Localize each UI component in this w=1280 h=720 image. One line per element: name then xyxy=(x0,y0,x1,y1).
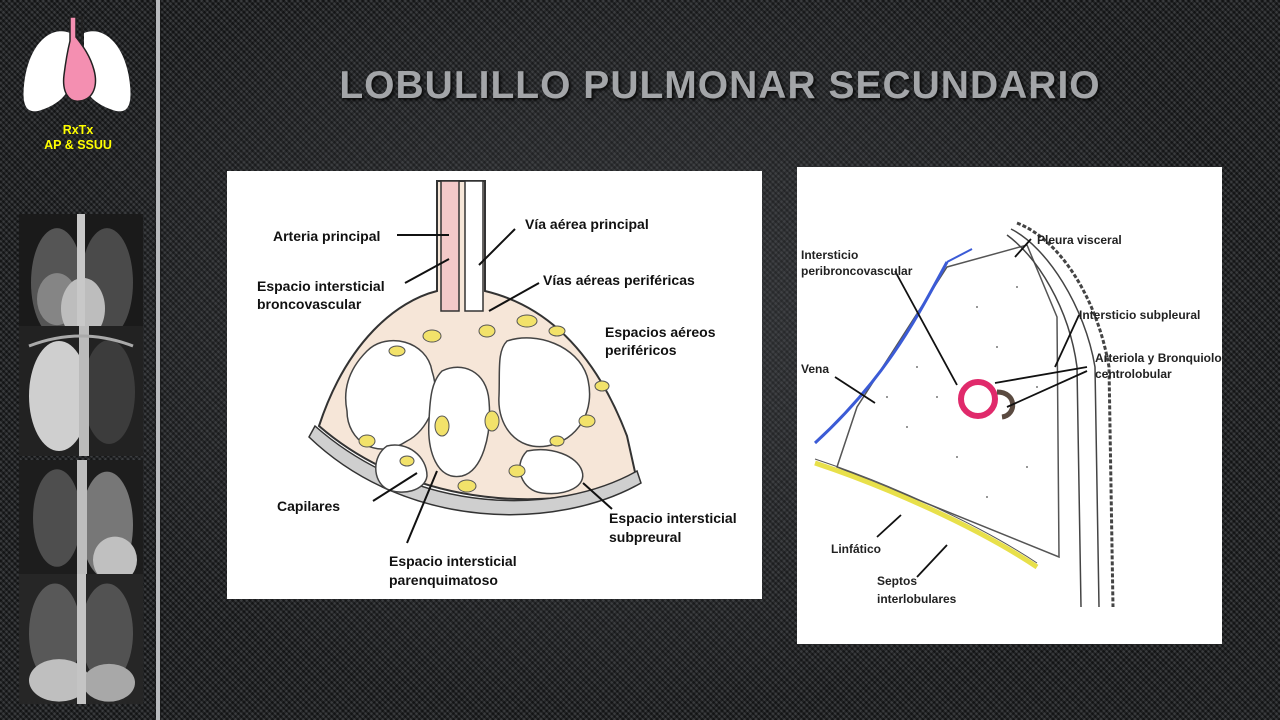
label-pleura-visceral: Pleura visceral xyxy=(1037,233,1122,247)
label-subpreural-1: Espacio intersticial xyxy=(609,510,737,526)
label-peribroncovascular-2: peribroncovascular xyxy=(801,264,913,278)
sidebar-divider xyxy=(156,0,160,720)
label-espacios-aereos-1: Espacios aéreos xyxy=(605,324,716,340)
chest-xray-thumbnail-2 xyxy=(19,326,143,456)
right-diagram-panel: Pleura visceral Intersticio peribroncova… xyxy=(797,167,1222,644)
label-subpleural: Intersticio subpleural xyxy=(1079,308,1200,322)
label-vias-perifericas: Vías aéreas periféricas xyxy=(543,272,695,288)
label-arteriola-2: centrolobular xyxy=(1095,367,1172,381)
label-septos-1: Septos xyxy=(877,574,917,588)
interstitium-diagram: Pleura visceral Intersticio peribroncova… xyxy=(801,221,1222,608)
label-espacio-broncovascular-2: broncovascular xyxy=(257,296,362,312)
logo-line-2: AP & SSUU xyxy=(44,138,112,152)
label-espacio-broncovascular-1: Espacio intersticial xyxy=(257,278,385,294)
label-peribroncovascular-1: Intersticio xyxy=(801,248,858,262)
chest-xray-thumbnail-3 xyxy=(19,460,143,590)
page-title: LOBULILLO PULMONAR SECUNDARIO xyxy=(339,64,1101,107)
label-capilares: Capilares xyxy=(277,498,340,514)
label-septos-2: interlobulares xyxy=(877,592,957,606)
chest-xray-thumbnail-1 xyxy=(19,214,143,344)
lobule-diagram: Arteria principal Vía aérea principal Es… xyxy=(257,180,737,588)
label-espacios-aereos-2: periféricos xyxy=(605,342,677,358)
label-arteriola-1: Arteriola y Bronquiolo xyxy=(1095,351,1222,365)
label-arteria-principal: Arteria principal xyxy=(273,228,380,244)
label-via-aerea-principal: Vía aérea principal xyxy=(525,216,649,232)
label-linfatico: Linfático xyxy=(831,542,881,556)
left-diagram-panel: Arteria principal Vía aérea principal Es… xyxy=(227,171,762,599)
logo-line-1: RxTx xyxy=(62,123,94,137)
label-parenquimatoso-1: Espacio intersticial xyxy=(389,553,517,569)
logo-caption: RxTx AP & SSUU xyxy=(0,123,156,153)
label-parenquimatoso-2: parenquimatoso xyxy=(389,572,498,588)
label-subpreural-2: subpreural xyxy=(609,529,681,545)
chest-xray-thumbnail-4 xyxy=(19,574,143,704)
label-vena: Vena xyxy=(801,362,829,376)
lungs-logo-icon xyxy=(23,16,131,112)
